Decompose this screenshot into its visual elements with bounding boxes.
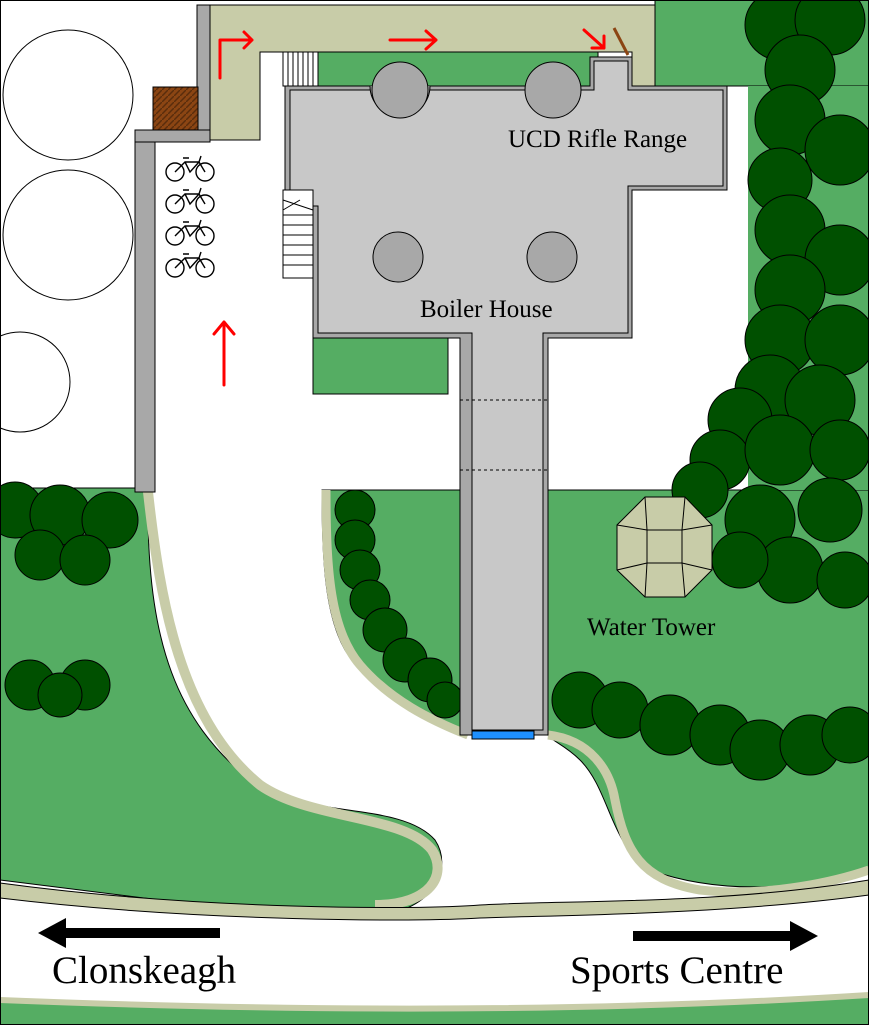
lawn-boiler-yard [312,337,449,395]
route-arrows [212,28,606,387]
label-boiler-house: Boiler House [420,296,553,323]
direction-arrow-west [38,918,220,948]
rifle-range-door [612,27,630,56]
label-water-tower: Water Tower [587,614,716,641]
direction-arrow-east [633,921,818,951]
wall-north-pillar [196,4,211,143]
label-sports-centre: Sports Centre [570,949,783,992]
water-tower-icon [616,496,713,598]
label-rifle-range: UCD Rifle Range [508,126,687,153]
wall-west [134,129,156,493]
wall-corner [134,129,211,143]
route-arrow-east [388,29,438,51]
route-arrow-up [212,320,236,387]
trees-west [0,481,139,718]
stairs-west [282,189,314,279]
label-clonskeagh: Clonskeagh [52,949,236,992]
path-center-curve [321,489,470,740]
trees-center [334,489,464,719]
route-arrow-turn [218,30,254,80]
round-features-west [0,29,134,433]
boiler-house-floor [289,60,724,731]
path-north [209,4,656,141]
boilers [369,61,582,283]
water-tank [471,730,535,740]
route-arrow-southeast [582,28,606,50]
trees-east-lower [551,671,869,781]
path-south-road [0,879,869,921]
path-east-curve [547,730,869,897]
path-west-curve [143,491,443,910]
stairs-north [282,51,319,87]
trees-east [671,0,869,609]
door-brown [152,86,199,131]
bicycle-icons [165,155,215,278]
